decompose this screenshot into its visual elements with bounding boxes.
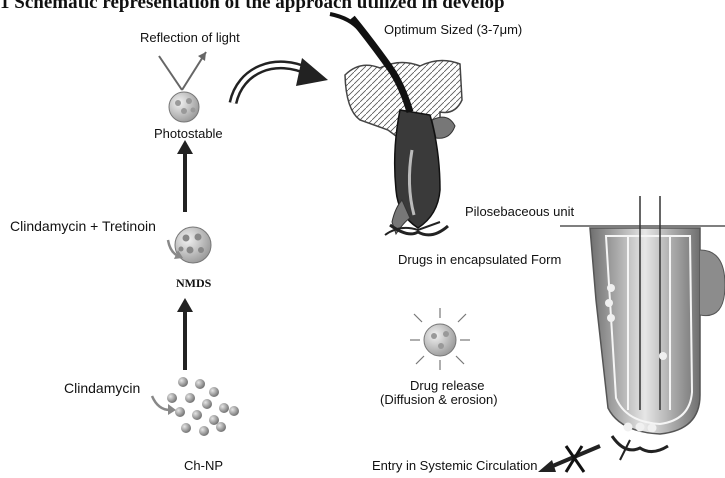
enlarged-follicle-illustration: [560, 196, 725, 460]
diffusion-erosion-label: (Diffusion & erosion): [380, 392, 498, 407]
photostable-label: Photostable: [154, 126, 223, 141]
encapsulated-label: Drugs in encapsulated Form: [398, 252, 561, 267]
chnp-label: Ch-NP: [184, 458, 223, 473]
chnp-particle-cluster: [167, 377, 239, 436]
reflection-label: Reflection of light: [140, 30, 240, 45]
nmds-label: NMDS: [176, 276, 211, 291]
skin-hair-follicle-illustration: [330, 14, 462, 235]
blocked-systemic-arrow: [538, 446, 600, 472]
drug-release-particle: [410, 308, 470, 370]
clindamycin-label: Clindamycin: [64, 380, 140, 396]
optimum-size-label: Optimum Sized (3-7μm): [384, 22, 522, 37]
upward-arrow-bottom: [177, 298, 193, 370]
photostable-particle: [169, 92, 199, 122]
reflection-rays: [159, 52, 206, 90]
pilosebaceous-label: Pilosebaceous unit: [465, 204, 574, 219]
systemic-circulation-label: Entry in Systemic Circulation: [372, 458, 537, 473]
curved-arrow: [233, 58, 328, 103]
drug-release-label: Drug release: [410, 378, 484, 393]
upward-arrow-top: [177, 140, 193, 212]
clindamycin-tretinoin-label: Clindamycin + Tretinoin: [10, 218, 156, 234]
